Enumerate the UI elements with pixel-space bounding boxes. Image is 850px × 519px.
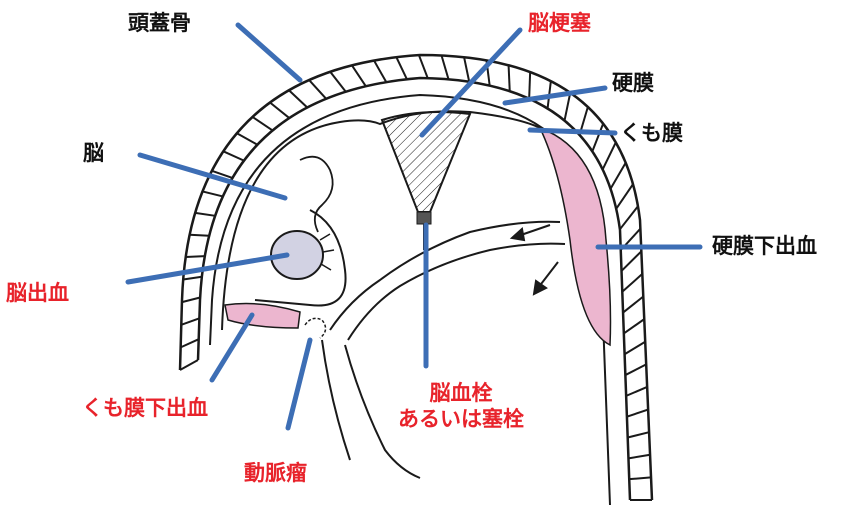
displacement-arrows [512,225,558,294]
skull-tick [419,55,428,78]
label-arachnoid: くも膜 [620,120,683,146]
infarction-area [382,112,470,212]
brain-surface [222,111,540,330]
skull-tick [374,61,386,83]
label-skull: 頭蓋骨 [128,10,191,36]
embolus-plug [417,212,431,224]
label-subdural: 硬膜下出血 [712,233,817,259]
brain-fissure [300,157,333,232]
skull-tick [186,256,205,257]
skull-tick [611,163,626,189]
label-intracerebral: 脳出血 [6,280,69,306]
artery-main-left [330,222,560,330]
subarachnoid-blood [225,304,300,328]
leader-subarachnoid [212,315,252,380]
skull-tick [620,206,638,229]
aneurysm-sac [305,318,326,338]
skull-tick [190,235,210,236]
label-embolism-line2: あるいは塞栓 [398,406,524,432]
leader-intracerebral [128,255,287,282]
skull-tick [253,117,273,131]
skull-tick [625,364,646,375]
skull-tick [628,432,649,437]
skull-tick [603,142,616,169]
leader-aneurysm [288,340,310,428]
skull-tick [330,72,346,92]
label-embolism-line1: 脳血栓 [398,380,524,406]
skull-tick [565,93,571,121]
skull-tick [203,191,223,196]
skull-tick [237,133,257,144]
skull-tick [509,65,510,91]
skull-tick [622,274,642,292]
skull-tick [442,56,449,80]
skull-tick [181,318,199,324]
artery-descending-left [322,340,350,460]
skull-tick [270,103,289,119]
skull-tick [627,410,648,417]
skull-tick [396,57,407,79]
leader-skull [238,25,300,80]
skull-tick [616,184,633,209]
skull-tick [181,339,199,347]
skull-tick [195,213,215,216]
label-subarachnoid: くも膜下出血 [82,395,208,421]
skull-tick [289,90,307,107]
skull-tick [628,455,650,459]
skull-tick [592,124,603,152]
skull-tick [223,151,244,160]
skull-tick [464,57,469,82]
skull-tick [182,298,200,303]
skull-tick [629,477,651,479]
skull-tick [623,297,643,313]
leader-infarction [422,30,520,135]
subdural-hematoma [540,128,611,345]
skull-tick [529,72,530,99]
label-infarction: 脳梗塞 [528,10,591,36]
skull-tick [622,251,642,271]
leader-arachnoid [530,130,615,133]
skull-tick [183,277,202,280]
skull-tick [624,319,644,333]
label-dura: 硬膜 [612,70,654,96]
skull-tick [352,65,366,86]
skull-tick [180,360,198,370]
label-brain: 脳 [83,140,104,166]
skull-tick [625,342,646,355]
label-aneurysm: 動脈瘤 [244,460,307,486]
skull-tick [626,387,647,396]
label-embolism: 脳血栓 あるいは塞栓 [398,380,524,432]
skull-tick [309,80,326,99]
artery-main-right [348,244,565,340]
